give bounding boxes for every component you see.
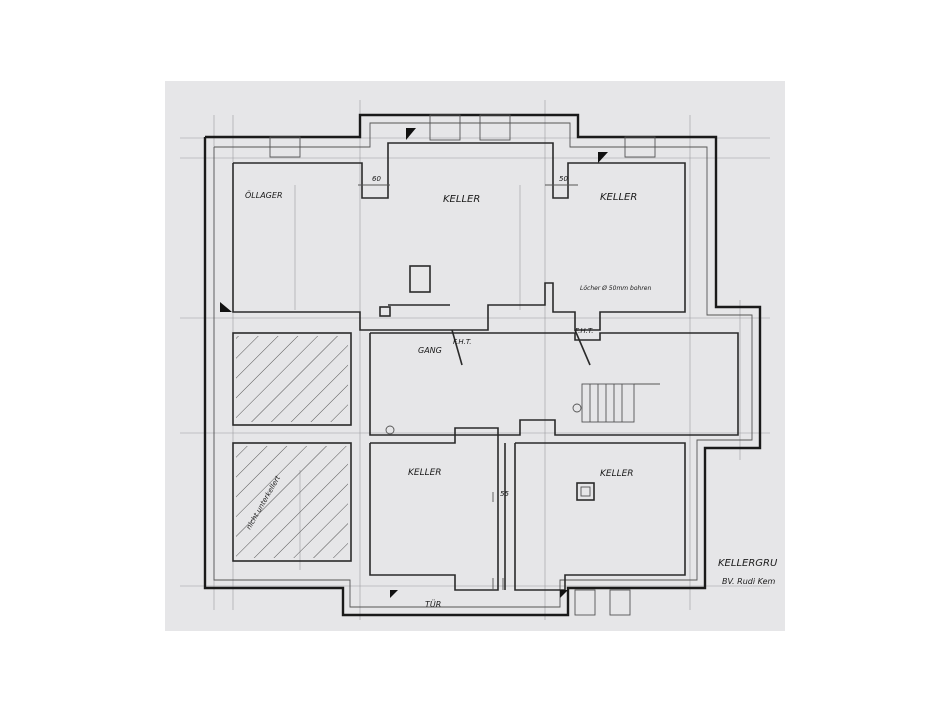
window-marks xyxy=(269,114,656,616)
hatched-room-bottom xyxy=(232,442,352,562)
title-line-1: KELLERGRU xyxy=(718,558,778,569)
shafts xyxy=(379,265,595,501)
label-keller-bottom-left: KELLER xyxy=(408,468,442,478)
staircase xyxy=(572,383,660,423)
title-line-2: BV. Rudi Kem xyxy=(722,577,775,586)
label-keller-bottom-right: KELLER xyxy=(600,469,634,479)
door-marks xyxy=(451,329,591,590)
hatched-room-top xyxy=(232,332,352,426)
label-keller-top-right: KELLER xyxy=(600,192,637,203)
dimension-50: 50 xyxy=(559,175,568,183)
label-oellager: ÖLLAGER xyxy=(245,190,283,200)
inner-walls xyxy=(232,142,739,591)
corner-markers xyxy=(220,128,608,598)
label-loecher: Löcher Ø 50mm bohren xyxy=(580,285,651,292)
hatch-fill-top xyxy=(236,336,348,422)
dimension-60: 60 xyxy=(372,175,381,183)
label-gang: GANG xyxy=(418,346,442,355)
label-fht-right: F.H.T. xyxy=(575,327,594,335)
construction-lines xyxy=(180,100,770,620)
dimension-55: 55 xyxy=(500,490,509,498)
label-keller-top-center: KELLER xyxy=(443,194,480,205)
label-fht-left: F.H.T. xyxy=(453,338,472,346)
hatch-fill-bottom xyxy=(236,446,348,558)
label-tuer: TÜR xyxy=(425,599,441,609)
